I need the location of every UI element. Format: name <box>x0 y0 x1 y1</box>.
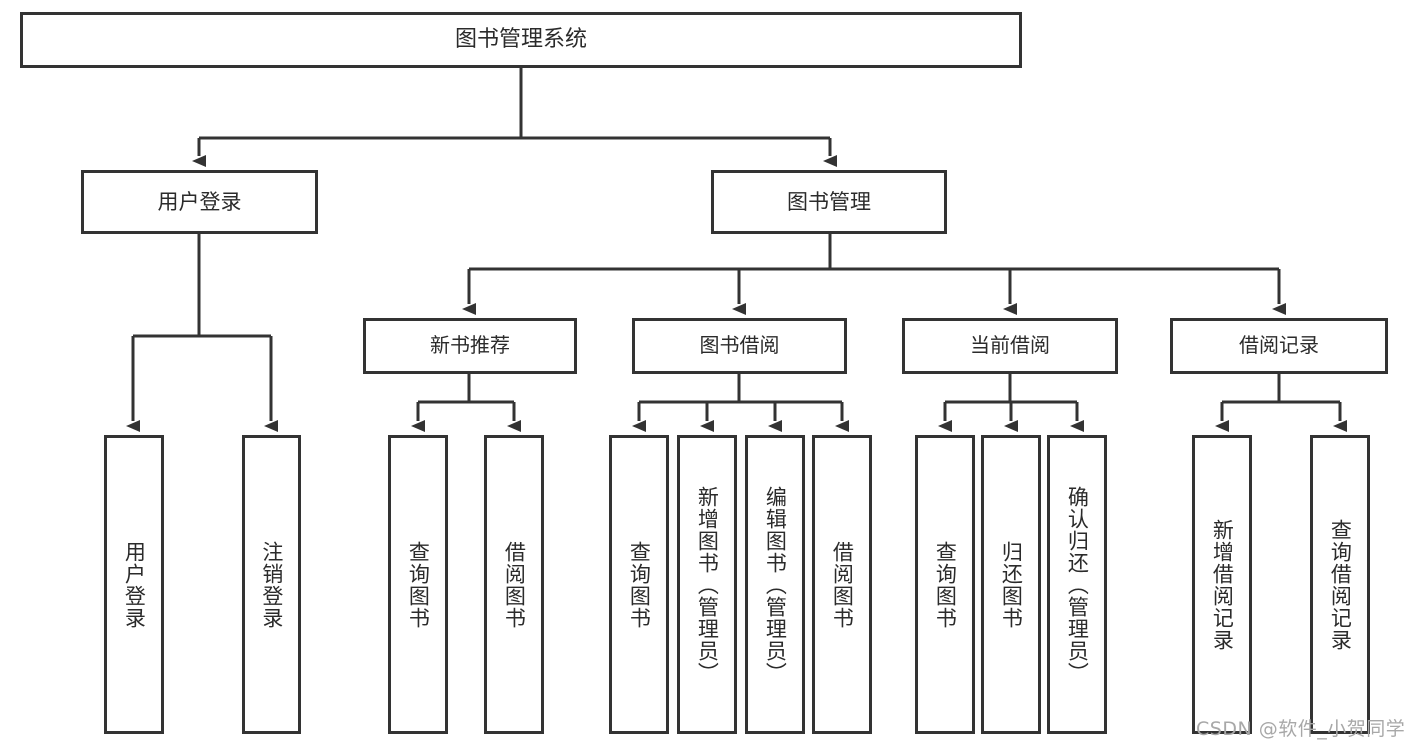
node-borrow-records[interactable]: 借阅记录 <box>1170 318 1388 374</box>
leaf-node-label: 确认归还（管理员） <box>1065 485 1090 684</box>
leaf-node-label: 编辑图书（管理员） <box>763 485 788 684</box>
node-current-borrow[interactable]: 当前借阅 <box>902 318 1118 374</box>
node-new-book-recommend[interactable]: 新书推荐 <box>363 318 577 374</box>
leaf-node[interactable]: 借阅图书 <box>484 435 544 734</box>
leaf-node[interactable]: 注销登录 <box>242 435 301 734</box>
node-current-borrow-label: 当前借阅 <box>970 333 1050 358</box>
leaf-node-label: 查询图书 <box>933 540 958 629</box>
node-book-management-label: 图书管理 <box>787 189 871 214</box>
leaf-node-label: 注销登录 <box>259 540 284 629</box>
leaf-node-label: 查询借阅记录 <box>1328 518 1353 651</box>
leaf-node-label: 查询图书 <box>627 540 652 629</box>
leaf-node-label: 新增借阅记录 <box>1210 518 1235 651</box>
leaf-node[interactable]: 新增图书（管理员） <box>677 435 737 734</box>
node-root-label: 图书管理系统 <box>454 27 587 53</box>
csdn-watermark: CSDN @软件_小贺同学 <box>1196 718 1405 740</box>
node-user-login[interactable]: 用户登录 <box>81 170 318 234</box>
leaf-node-label: 查询图书 <box>406 540 431 629</box>
leaf-node[interactable]: 编辑图书（管理员） <box>745 435 805 734</box>
node-user-login-label: 用户登录 <box>157 189 242 214</box>
leaf-node[interactable]: 查询图书 <box>609 435 669 734</box>
leaf-node[interactable]: 借阅图书 <box>812 435 872 734</box>
leaf-node[interactable]: 查询图书 <box>388 435 448 734</box>
leaf-node-label: 借阅图书 <box>502 540 527 629</box>
leaf-node[interactable]: 新增借阅记录 <box>1192 435 1252 734</box>
leaf-node[interactable]: 确认归还（管理员） <box>1047 435 1107 734</box>
leaf-node[interactable]: 用户登录 <box>104 435 164 734</box>
leaf-node-label: 借阅图书 <box>830 540 855 629</box>
leaf-node-label: 归还图书 <box>999 540 1024 629</box>
leaf-node[interactable]: 查询借阅记录 <box>1310 435 1370 734</box>
node-root[interactable]: 图书管理系统 <box>20 12 1022 68</box>
node-borrow-records-label: 借阅记录 <box>1239 333 1319 358</box>
node-book-management[interactable]: 图书管理 <box>711 170 947 234</box>
leaf-node[interactable]: 查询图书 <box>915 435 975 734</box>
leaf-node-label: 用户登录 <box>122 540 147 629</box>
node-book-borrow[interactable]: 图书借阅 <box>632 318 847 374</box>
leaf-node[interactable]: 归还图书 <box>981 435 1041 734</box>
leaf-node-label: 新增图书（管理员） <box>695 485 720 684</box>
node-book-borrow-label: 图书借阅 <box>699 333 780 358</box>
node-new-book-recommend-label: 新书推荐 <box>430 333 510 358</box>
